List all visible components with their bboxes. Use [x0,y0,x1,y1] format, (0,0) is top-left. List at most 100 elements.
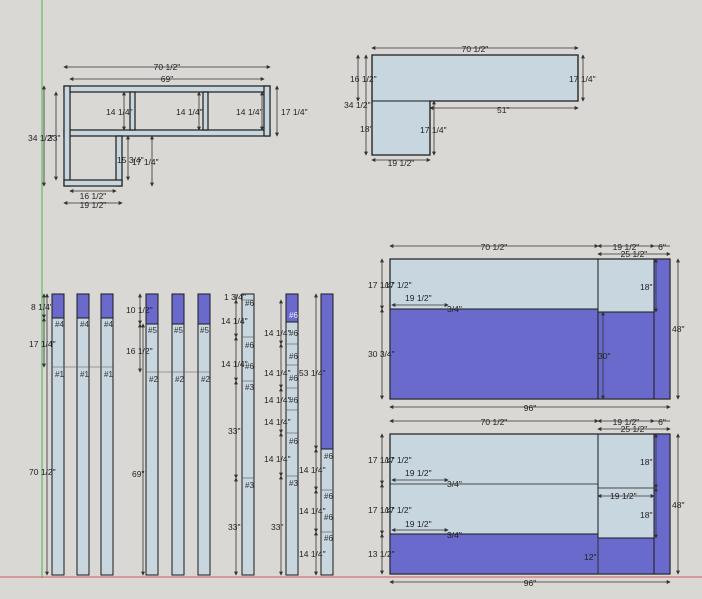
board-a1-top [51,293,65,319]
board-c-label-1: #6 [245,299,254,308]
board-a2-label: #4 [80,320,89,329]
sheet-1-tiny: 3/4" [447,304,462,314]
board-b2 [171,293,185,576]
board-c-label-5: #3 [245,481,254,490]
sheet-2-left3: 13 1/2" [368,549,395,559]
board-b-mid-dim: 16 1/2" [126,346,153,356]
top-leg-width: 19 1/2" [388,158,415,168]
board-b-top-dim: 10 1/2" [126,305,153,315]
frame-divider-1 [129,91,136,131]
frame-leg-bottom [63,179,123,187]
sheet-2-tiny2: 3/4" [447,530,462,540]
sheet-1-purple-right [597,311,655,400]
sheet-1-sub1: 17 1/2" [385,280,412,290]
board-d-d1: 14 1/4" [264,328,291,338]
sheet-1-r1: 18" [640,282,652,292]
sheet-2-height: 48" [672,500,684,510]
board-e-label-1: #6 [324,452,333,461]
board-a3 [100,293,114,576]
board-d-d2: 14 1/4" [264,368,291,378]
frame-overall-width: 70 1/2" [154,62,181,72]
sheet-2-sub1: 17 1/2" [385,455,412,465]
board-a-mid-dim: 17 1/4" [29,339,56,349]
sheet-2-left1: 17 1/4" [368,455,395,465]
frame-overall-height: 34 1/2" [28,133,55,143]
top-width: 70 1/2" [462,44,489,54]
sheet-2-w3: 6" [658,417,666,427]
board-a1-label: #4 [55,320,64,329]
sheet-1-left1: 17 1/4" [368,280,395,290]
sheet-1-width: 96" [524,403,536,413]
sheet-2-r1: 18" [640,457,652,467]
board-e-top [320,293,334,450]
board-a3-label: #4 [104,320,113,329]
top-left-top: 16 1/2" [350,74,377,84]
sheet-1-left2: 30 3/4" [368,349,395,359]
board-b1-top [145,293,159,325]
frame-left-post [63,85,71,187]
board-c-d2: 14 1/4" [221,316,248,326]
board-d-label-1: #6 [289,311,298,320]
board-c-d3: 14 1/4" [221,359,248,369]
board-b1-part: #2 [149,375,158,384]
board-b1-label: #5 [148,326,157,335]
frame-shelf-3: 14 1/4" [236,107,263,117]
sheet-2-width: 96" [524,578,536,588]
sheet-2-mid: 19 1/2" [610,491,637,501]
top-outline: 70 1/2" 16 1/2" 34 1/2" 18" 17 1/4" 17 1… [344,44,596,168]
board-e-label-4: #6 [324,534,333,543]
board-a1-part: #1 [55,370,64,379]
board-b2-label: #5 [174,326,183,335]
sheet-1-purple-strip [653,258,671,400]
board-a2-part: #1 [80,370,89,379]
sheet-2-purple-main [389,533,599,575]
board-d-label-3: #6 [289,352,298,361]
top-left-total: 34 1/2" [344,100,371,110]
board-d-label-4: #6 [289,374,298,383]
sheet-2-w4: 25 1/2" [621,424,648,434]
board-d-d5: 14 1/4" [264,454,291,464]
board-b3 [197,293,211,576]
board-e-d3: 14 1/4" [299,549,326,559]
boards: 8 1/4" 17 1/4" 70 1/2" #4 #4 #4 #1 #1 #1… [29,292,334,576]
board-a3-top [100,293,114,319]
board-d-d3: 14 1/4" [264,395,291,405]
sheet-1-sub2: 19 1/2" [405,293,432,303]
board-c [241,293,255,576]
sheet-2-r3: 12" [584,552,596,562]
sheet-1-height: 48" [672,324,684,334]
cut-sheet-1: 70 1/2" 19 1/2" 6" 25 1/2" 17 1/4" 17 1/… [368,242,684,413]
board-a1 [51,293,65,576]
board-c-d4: 33" [228,426,240,436]
board-e-label-3: #6 [324,513,333,522]
board-a2 [76,293,90,576]
board-c-label-2: #6 [245,341,254,350]
sheet-2-tiny1: 3/4" [447,479,462,489]
sheet-1-r2: 30" [598,351,610,361]
board-d-label-7: #3 [289,479,298,488]
board-b3-top [197,293,211,325]
board-d-label-6: #6 [289,437,298,446]
frame-leg-width-inner: 16 1/2" [80,191,107,201]
frame-right-post [263,85,271,137]
board-e-top-dim: 53 1/4" [299,368,326,378]
sheet-1-w4: 25 1/2" [621,249,648,259]
board-a2-top [76,293,90,319]
sheet-2-purple-right [597,537,655,575]
board-b1 [145,293,159,576]
sheet-2-left2: 17 1/4" [368,505,395,515]
board-a-total-dim: 70 1/2" [29,467,56,477]
board-b3-label: #5 [200,326,209,335]
sheet-2-w2: 19 1/2" [613,417,640,427]
frame-leg-width-outer: 19 1/2" [80,200,107,210]
sheet-1-w3: 6" [658,242,666,252]
sheet-2-w1: 70 1/2" [481,417,508,427]
board-e-d1: 14 1/4" [299,465,326,475]
frame-right-height: 17 1/4" [281,107,308,117]
board-e-label-2: #6 [324,492,333,501]
sheet-2-sub4: 19 1/2" [405,519,432,529]
sheet-1-w1: 70 1/2" [481,242,508,252]
top-inner-width: 51" [497,105,509,115]
board-d-top [285,293,299,323]
